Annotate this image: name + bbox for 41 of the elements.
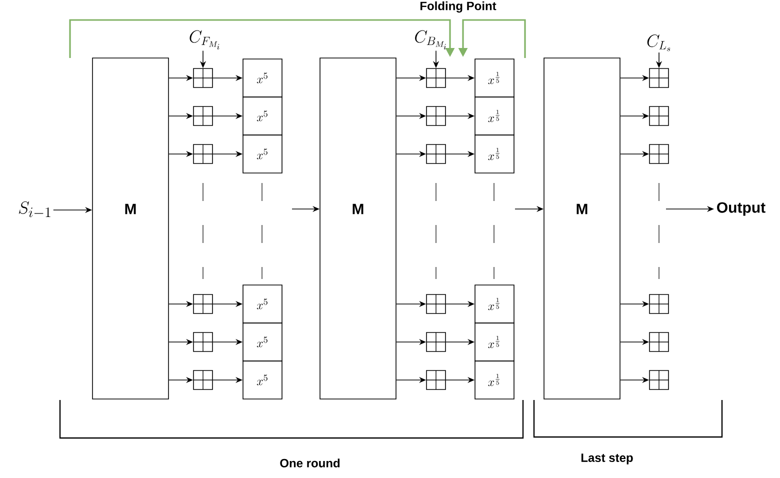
adder-box — [649, 106, 669, 126]
adder-box — [193, 144, 213, 164]
power-box: $x^{\frac{1}{5}}$ — [474, 58, 514, 98]
power-box: $x^{5}$ — [242, 58, 282, 98]
power-box: $x^{5}$ — [242, 360, 282, 400]
power-box: $x^{\frac{1}{5}}$ — [474, 96, 514, 136]
constant-label: $C_{F_{M_i}}$ — [190, 30, 220, 50]
power-box: $x^{5}$ — [242, 284, 282, 324]
adder-box — [649, 144, 669, 164]
caption-label: Folding Point — [420, 1, 496, 13]
adder-box — [426, 144, 446, 164]
matrix-box: M — [320, 58, 396, 400]
adder-box — [649, 68, 669, 88]
adder-box — [426, 294, 446, 314]
adder-box — [426, 106, 446, 126]
input-symbol: $S_{i-1}$ — [18, 201, 50, 218]
power-box: $x^{\frac{1}{5}}$ — [474, 134, 514, 174]
constant-label: $C_{B_{M_i}}$ — [415, 30, 446, 50]
adder-box — [193, 106, 213, 126]
power-box: $x^{5}$ — [242, 322, 282, 362]
adder-box — [193, 294, 213, 314]
power-box: $x^{\frac{1}{5}}$ — [474, 322, 514, 362]
constant-label: $C_{L_s}$ — [647, 34, 670, 52]
matrix-box: M — [92, 58, 169, 400]
matrix-box: M — [544, 58, 620, 400]
caption-label: Last step — [581, 454, 633, 464]
power-box: $x^{\frac{1}{5}}$ — [474, 284, 514, 324]
adder-box — [649, 294, 669, 314]
adder-box — [426, 370, 446, 390]
adder-box — [649, 332, 669, 352]
power-box: $x^{\frac{1}{5}}$ — [474, 360, 514, 400]
adder-box — [426, 332, 446, 352]
adder-box — [193, 68, 213, 88]
power-box: $x^{5}$ — [242, 134, 282, 174]
output-label: Output — [717, 202, 766, 216]
caption-label: One round — [280, 458, 340, 468]
power-box: $x^{5}$ — [242, 96, 282, 136]
adder-box — [193, 332, 213, 352]
adder-box — [649, 370, 669, 390]
adder-box — [193, 370, 213, 390]
adder-box — [426, 68, 446, 88]
